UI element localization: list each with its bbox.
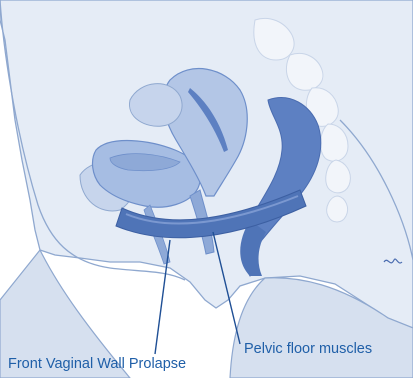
label-front-vaginal-wall-prolapse: Front Vaginal Wall Prolapse	[8, 357, 186, 372]
label-pelvic-floor-muscles: Pelvic floor muscles	[244, 342, 372, 357]
